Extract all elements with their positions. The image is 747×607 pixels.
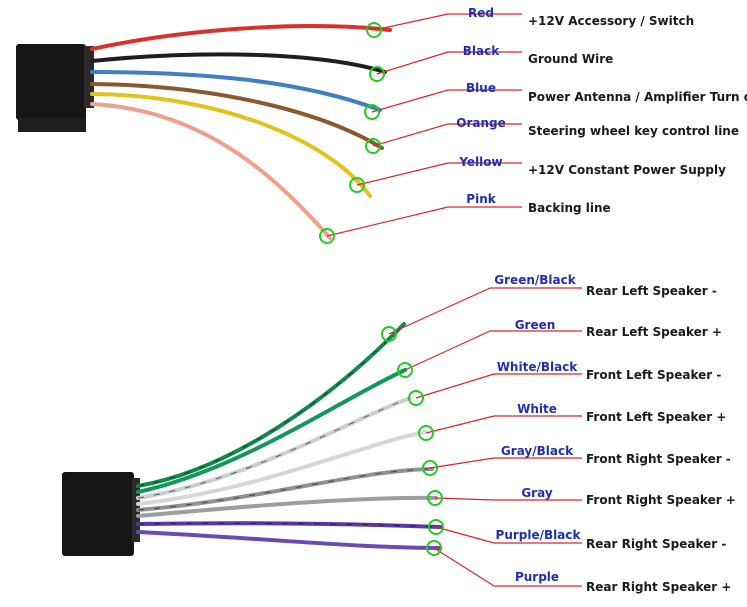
wire-blue	[90, 70, 382, 112]
wire-color-label-purple: Purple	[514, 570, 560, 584]
wire-red	[90, 24, 392, 51]
wire-color-label-green: Green	[514, 318, 556, 332]
marker-ring-green	[397, 362, 413, 378]
pointer-line-blue	[371, 89, 449, 113]
pointer-line-white	[425, 415, 495, 434]
function-label-yellow: +12V Constant Power Supply	[528, 163, 726, 177]
wire-color-label-black: Black	[462, 44, 500, 58]
marker-ring-purple	[426, 540, 442, 556]
bottom-harness	[62, 287, 582, 587]
top-connector-body	[16, 44, 86, 120]
wire-color-label-blue: Blue	[466, 81, 496, 95]
wire-gray-black	[136, 467, 434, 512]
function-label-pink: Backing line	[528, 201, 611, 215]
wire-color-label-pink: Pink	[466, 192, 496, 206]
wire-color-label-white-black: White/Black	[496, 360, 578, 374]
marker-ring-yellow	[349, 177, 365, 193]
wire-purple	[136, 530, 442, 550]
marker-ring-red	[366, 22, 382, 38]
function-label-purple: Rear Right Speaker +	[586, 580, 732, 594]
wire-orange	[90, 82, 384, 150]
marker-ring-white	[418, 425, 434, 441]
wire-green	[136, 368, 407, 494]
wire-black	[90, 52, 387, 74]
wire-purple-black	[136, 521, 442, 529]
function-label-green: Rear Left Speaker +	[586, 325, 722, 339]
pointer-line-red	[373, 13, 449, 31]
function-label-gray: Front Right Speaker +	[586, 493, 736, 507]
wire-green-black	[136, 322, 406, 488]
function-label-black: Ground Wire	[528, 52, 614, 66]
top-connector-clip	[18, 118, 86, 132]
marker-ring-blue	[364, 104, 380, 120]
pointer-line-white-black	[415, 373, 495, 399]
top-harness	[16, 13, 522, 244]
function-label-blue: Power Antenna / Amplifier Turn on	[528, 90, 747, 104]
function-label-white: Front Left Speaker +	[586, 410, 727, 424]
wire-gray	[136, 495, 438, 518]
wire-white	[136, 430, 427, 506]
pointer-line-purple	[433, 547, 495, 587]
wire-color-label-red: Red	[468, 6, 494, 20]
function-label-white-black: Front Left Speaker -	[586, 368, 722, 382]
pointer-line-gray-black	[429, 457, 495, 469]
marker-ring-white-black	[408, 390, 424, 406]
wire-stripe-white-black	[137, 397, 411, 499]
pointer-line-green	[404, 330, 491, 371]
pointer-line-purple-black	[435, 526, 495, 544]
pointer-line-green-black	[388, 287, 491, 335]
top-connector-lip	[84, 46, 94, 108]
marker-ring-black	[369, 66, 385, 82]
wire-pink	[90, 102, 332, 240]
pointer-line-yellow	[356, 162, 449, 186]
pointer-line-orange	[372, 123, 449, 147]
wire-color-label-gray: Gray	[521, 486, 553, 500]
wire-color-label-gray-black: Gray/Black	[500, 444, 574, 458]
function-label-red: +12V Accessory / Switch	[528, 14, 695, 28]
bottom-connector-body	[62, 472, 134, 556]
wire-stripe-green-black	[137, 323, 405, 487]
marker-ring-gray-black	[422, 460, 438, 476]
marker-ring-gray	[427, 490, 443, 506]
wire-color-label-white: White	[517, 402, 557, 416]
function-label-green-black: Rear Left Speaker -	[586, 284, 717, 298]
wire-color-label-green-black: Green/Black	[494, 273, 576, 287]
function-label-purple-black: Rear Right Speaker -	[586, 537, 727, 551]
marker-ring-orange	[365, 138, 381, 154]
wire-yellow	[90, 92, 372, 198]
function-label-orange: Steering wheel key control line	[528, 124, 739, 138]
marker-ring-purple-black	[428, 519, 444, 535]
wire-color-label-orange: Orange	[456, 116, 506, 130]
function-label-gray-black: Front Right Speaker -	[586, 452, 731, 466]
pointer-line-pink	[326, 206, 449, 237]
wire-color-label-yellow: Yellow	[459, 155, 503, 169]
marker-ring-green-black	[381, 326, 397, 342]
wire-color-label-purple-black: Purple/Black	[495, 528, 581, 542]
pointer-line-black	[376, 51, 449, 75]
marker-ring-pink	[319, 228, 335, 244]
pointer-line-gray	[434, 497, 495, 501]
